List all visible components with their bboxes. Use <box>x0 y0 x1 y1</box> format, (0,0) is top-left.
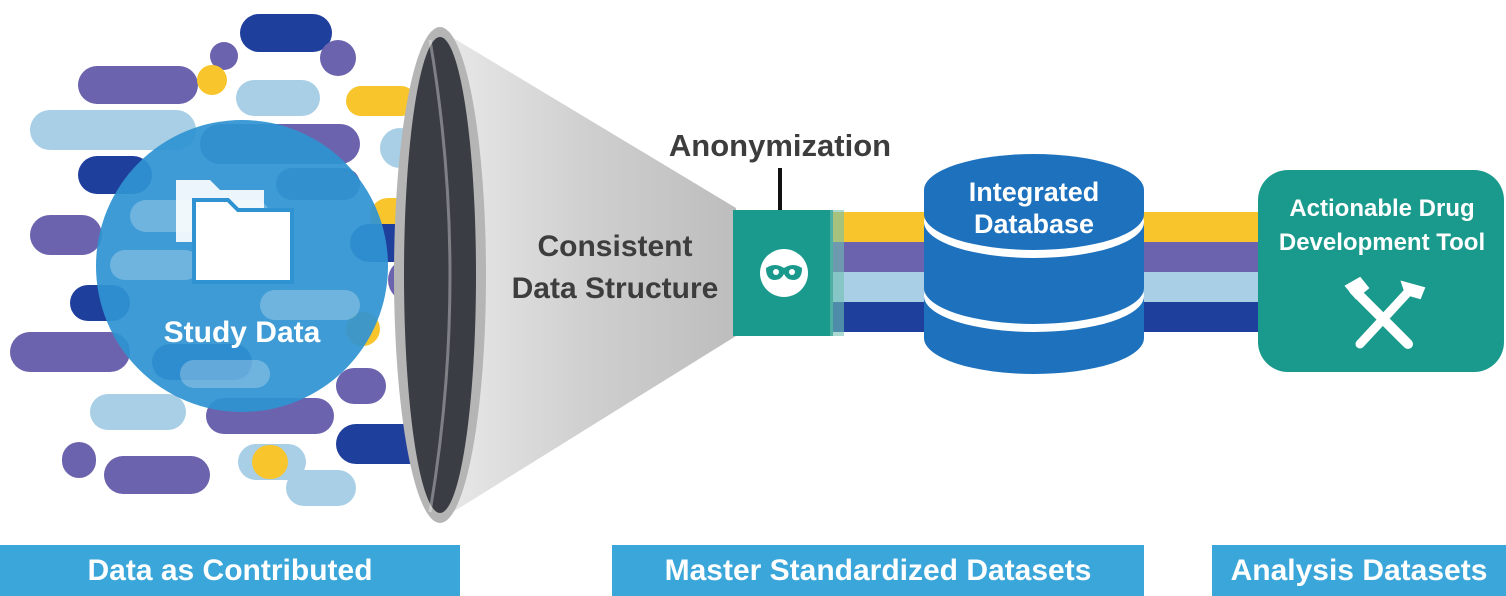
data-pill <box>286 470 356 506</box>
actionable-tool-box <box>1258 170 1504 372</box>
actionable-line-2: Development Tool <box>1278 229 1486 256</box>
consistent-line-2: Data Structure <box>511 272 719 305</box>
data-pill <box>336 368 386 404</box>
database-icon <box>924 154 1144 374</box>
study-data-label: Study Data <box>163 316 321 349</box>
data-pill <box>10 332 130 372</box>
integrated-database-label: Integrated Database <box>934 176 1134 240</box>
data-pill <box>104 456 210 494</box>
consistent-line-1: Consistent <box>537 230 693 263</box>
tools-icon <box>1344 276 1426 349</box>
mask-icon <box>760 249 808 297</box>
data-pill <box>210 42 238 70</box>
banner-analysis-datasets: Analysis Datasets <box>1212 545 1506 596</box>
integrated-line-2: Database <box>973 209 1095 239</box>
data-pill <box>30 215 102 255</box>
data-pill <box>62 442 96 478</box>
anonymization-label: Anonymization <box>668 128 892 163</box>
data-pill <box>346 86 416 116</box>
banner-master-standardized: Master Standardized Datasets <box>612 545 1144 596</box>
data-pill <box>240 14 332 52</box>
data-pill <box>90 394 186 430</box>
actionable-tool-label: Actionable Drug Development Tool <box>1260 192 1504 260</box>
actionable-line-1: Actionable Drug <box>1289 195 1475 222</box>
data-pill <box>78 66 198 104</box>
integrated-line-1: Integrated <box>968 177 1100 207</box>
data-band-right <box>1130 212 1270 332</box>
data-band-left <box>830 212 940 332</box>
funnel <box>394 27 736 523</box>
data-pill <box>320 40 356 76</box>
folder-icon <box>176 180 294 284</box>
consistent-structure-label: Consistent Data Structure <box>500 226 730 310</box>
data-pill <box>30 110 196 150</box>
banner-data-as-contributed: Data as Contributed <box>0 545 460 596</box>
data-pill <box>197 65 227 95</box>
data-pill <box>252 445 288 479</box>
data-pill <box>236 80 320 116</box>
